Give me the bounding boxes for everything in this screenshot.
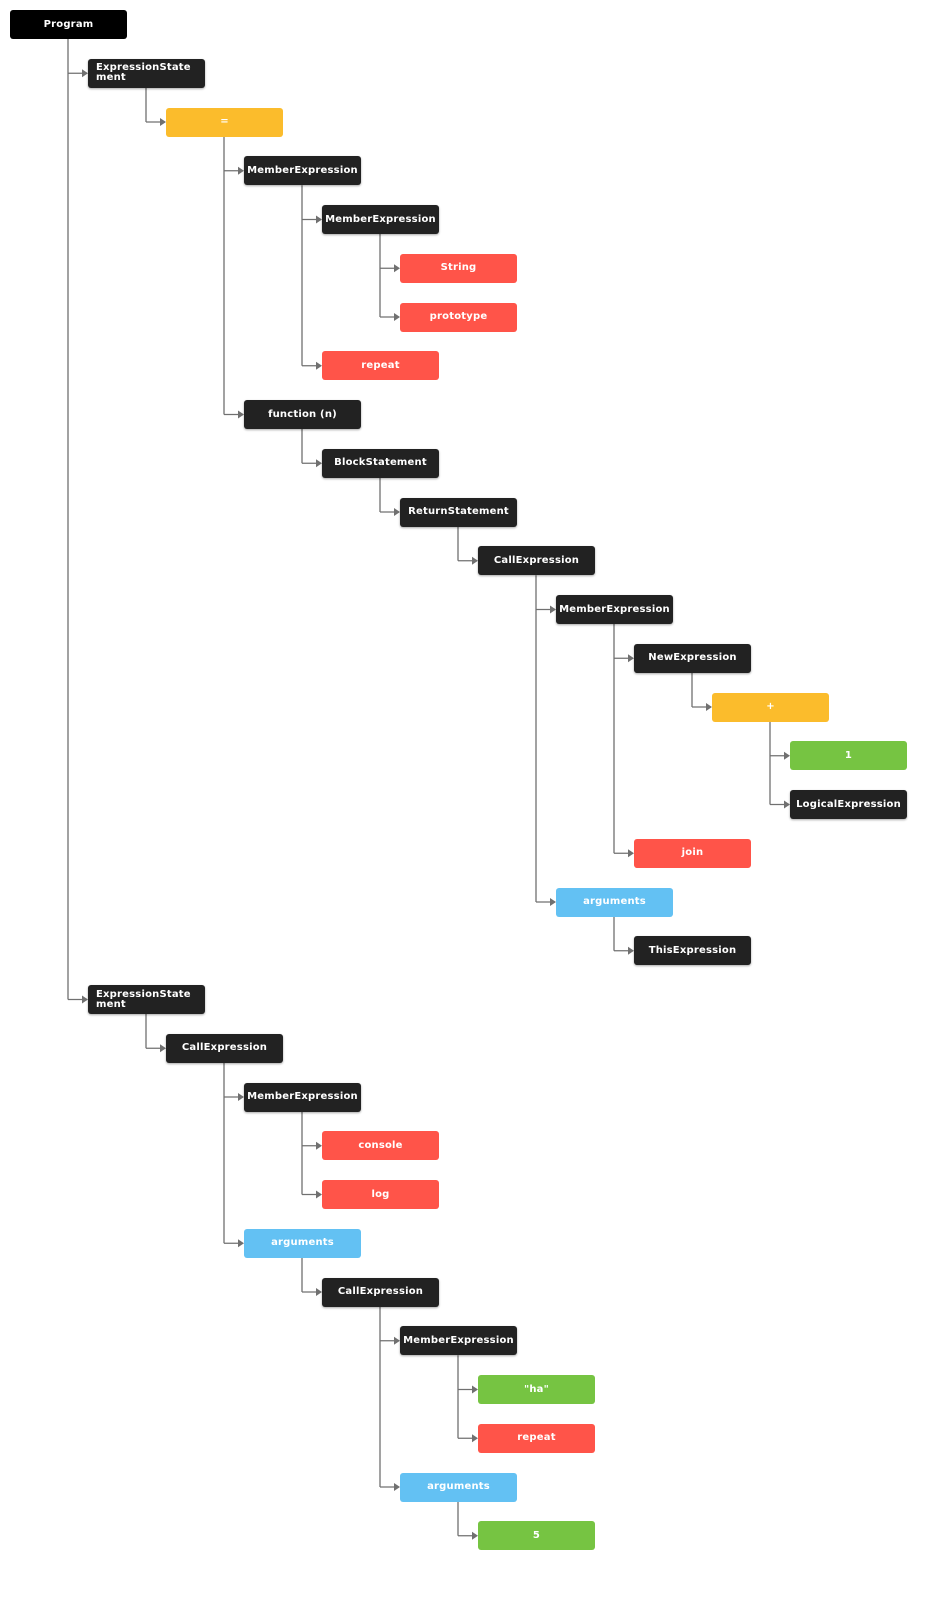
edge-arrowhead <box>784 800 790 809</box>
edge-arrowhead <box>784 751 790 760</box>
node-prototype[interactable]: prototype <box>400 302 517 332</box>
node-thisexpression[interactable]: ThisExpression <box>634 936 751 966</box>
node-returnstatement[interactable]: ReturnStatement <box>400 497 517 527</box>
edge-arrowhead <box>472 556 478 565</box>
edge-arrowhead <box>82 995 88 1004</box>
node-console[interactable]: console <box>322 1131 439 1161</box>
node-blockstatement[interactable]: BlockStatement <box>322 448 439 478</box>
edge-arrowhead <box>472 1531 478 1540</box>
edge-arrowhead <box>316 215 322 224</box>
node-arguments[interactable]: arguments <box>556 887 673 917</box>
node-string[interactable]: String <box>400 253 517 283</box>
node-node[interactable]: = <box>166 107 283 137</box>
node-5[interactable]: 5 <box>478 1521 595 1551</box>
node-arguments[interactable]: arguments <box>400 1472 517 1502</box>
edge-arrowhead <box>394 1336 400 1345</box>
node-node[interactable]: + <box>712 692 829 722</box>
edge-arrowhead <box>628 946 634 955</box>
node-memberexpression[interactable]: MemberExpression <box>322 205 439 234</box>
edge-arrowhead <box>628 849 634 858</box>
edge-arrowhead <box>238 166 244 175</box>
node-callexpression[interactable]: CallExpression <box>478 546 595 576</box>
edge-arrowhead <box>394 508 400 516</box>
node-expressionstatement[interactable]: ExpressionStatement <box>88 58 205 88</box>
edge-arrowhead <box>472 1385 478 1394</box>
node-expressionstatement[interactable]: ExpressionStatement <box>88 985 205 1014</box>
edge-arrowhead <box>706 703 712 711</box>
node-log[interactable]: log <box>322 1180 439 1209</box>
edge-arrowhead <box>550 898 556 906</box>
edge-arrowhead <box>628 654 634 663</box>
edge-arrowhead <box>394 264 400 273</box>
node-program[interactable]: Program <box>10 10 127 39</box>
node-memberexpression[interactable]: MemberExpression <box>244 1082 361 1112</box>
edge-arrowhead <box>550 605 556 614</box>
edge-arrowhead <box>160 1044 166 1053</box>
node-repeat[interactable]: repeat <box>478 1423 595 1453</box>
edge-arrowhead <box>316 459 322 468</box>
edge-arrowhead <box>238 1239 244 1248</box>
edge-arrowhead <box>316 1141 322 1150</box>
node-memberexpression[interactable]: MemberExpression <box>244 156 361 186</box>
node-callexpression[interactable]: CallExpression <box>322 1277 439 1307</box>
node-ha[interactable]: "ha" <box>478 1375 595 1404</box>
edge-arrowhead <box>238 1093 244 1101</box>
edge-arrowhead <box>316 1288 322 1296</box>
edge-arrowhead <box>472 1434 478 1443</box>
edge-arrowhead <box>316 1190 322 1199</box>
node-join[interactable]: join <box>634 838 751 868</box>
node-repeat[interactable]: repeat <box>322 351 439 381</box>
node-newexpression[interactable]: NewExpression <box>634 643 751 673</box>
node-arguments[interactable]: arguments <box>244 1228 361 1258</box>
edge-arrowhead <box>394 1483 400 1491</box>
node-function-n[interactable]: function (n) <box>244 400 361 429</box>
node-memberexpression[interactable]: MemberExpression <box>556 595 673 624</box>
node-callexpression[interactable]: CallExpression <box>166 1033 283 1063</box>
node-logicalexpression[interactable]: LogicalExpression <box>790 790 907 819</box>
node-memberexpression[interactable]: MemberExpression <box>400 1326 517 1356</box>
edge-arrowhead <box>82 69 88 78</box>
edge-arrowhead <box>316 361 322 370</box>
edge-arrowhead <box>160 118 166 126</box>
node-1[interactable]: 1 <box>790 741 907 771</box>
edge-arrowhead <box>394 313 400 321</box>
edge-arrowhead <box>238 410 244 419</box>
